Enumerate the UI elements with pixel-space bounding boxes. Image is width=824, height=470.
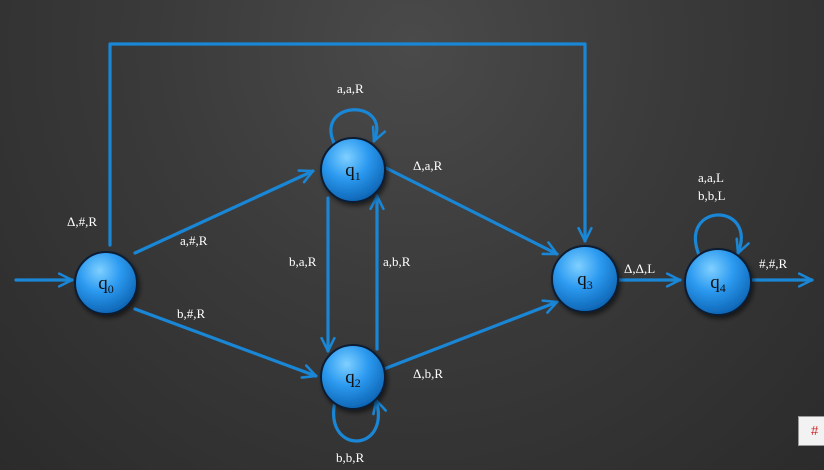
corner-tag: # — [798, 416, 824, 446]
state-q4: q4 — [684, 248, 752, 316]
label-q1-q2: b,a,R — [289, 254, 317, 269]
label-q0-q3: Δ,#,R — [67, 214, 97, 229]
label-q0-q1: a,#,R — [180, 233, 208, 248]
edge-q0-q1 — [133, 169, 315, 255]
svg-text:q2: q2 — [345, 367, 361, 390]
label-q4-exit: #,#,R — [759, 256, 788, 271]
svg-text:q0: q0 — [98, 273, 114, 296]
label-q2-q1: a,b,R — [383, 254, 411, 269]
svg-text:q4: q4 — [710, 272, 726, 295]
edge-q2-q3 — [382, 299, 559, 371]
edge-q0-q3 — [108, 42, 593, 247]
state-q3: q3 — [551, 245, 619, 313]
edge-q4-self-loop — [693, 213, 750, 257]
state-q2: q2 — [320, 344, 386, 410]
edge-q1-self-loop — [329, 108, 387, 145]
label-q0-q2: b,#,R — [177, 306, 206, 321]
label-q4-self-loop-line2: b,b,L — [698, 188, 726, 203]
edge-q1-q3 — [384, 166, 559, 256]
label-q2-q3: Δ,b,R — [413, 366, 443, 381]
svg-text:q3: q3 — [577, 269, 593, 292]
label-q4-self-loop-line1: a,a,L — [698, 170, 724, 185]
edge-q2-self-loop — [332, 396, 387, 443]
label-q1-q3: Δ,a,R — [413, 158, 443, 173]
label-q3-q4: Δ,Δ,L — [624, 261, 655, 276]
label-q1-self-loop: a,a,R — [337, 81, 364, 96]
edge-q0-q2 — [133, 307, 318, 379]
state-q0: q0 — [74, 251, 138, 315]
state-q1: q1 — [320, 137, 386, 203]
label-q2-self-loop: b,b,R — [336, 450, 365, 465]
svg-text:q1: q1 — [345, 160, 361, 183]
